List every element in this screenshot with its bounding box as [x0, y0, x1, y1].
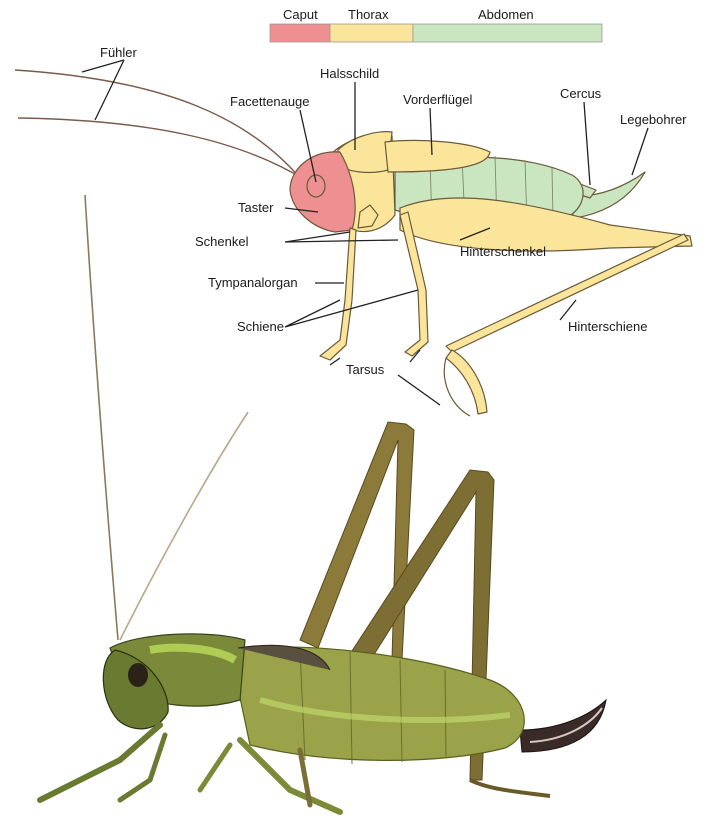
label-tympanalorgan: Tympanalorgan — [208, 275, 298, 290]
label-schiene: Schiene — [237, 319, 284, 334]
legend-abdomen-swatch — [413, 24, 602, 42]
label-schenkel: Schenkel — [195, 234, 249, 249]
photo-front-leg — [40, 725, 160, 800]
diagram-antenna-2 — [18, 118, 305, 180]
legend-caput-swatch — [270, 24, 330, 42]
label-legebohrer: Legebohrer — [620, 112, 687, 127]
photo-antenna-left — [85, 195, 118, 640]
diagram-compound-eye — [307, 175, 325, 197]
diagram-front-leg — [320, 228, 356, 360]
photo-hind-leg-1 — [300, 422, 414, 660]
diagram-hind-tarsus — [446, 350, 487, 414]
label-fuehler: Fühler — [100, 45, 138, 60]
label-hinterschiene: Hinterschiene — [568, 319, 648, 334]
label-facettenauge: Facettenauge — [230, 94, 310, 109]
diagram-antenna — [15, 70, 300, 178]
photo-compound-eye — [128, 663, 148, 687]
photo-insect — [40, 195, 606, 812]
label-vorderfluegel: Vorderflügel — [403, 92, 472, 107]
label-halsschild: Halsschild — [320, 66, 379, 81]
label-hinterschenkel: Hinterschenkel — [460, 244, 546, 259]
legend-thorax-swatch — [330, 24, 413, 42]
label-cercus: Cercus — [560, 86, 602, 101]
label-tarsus: Tarsus — [346, 362, 385, 377]
legend-caput-label: Caput — [283, 7, 318, 22]
legend-abdomen-label: Abdomen — [478, 7, 534, 22]
photo-ovipositor — [520, 700, 606, 752]
photo-antenna-right — [120, 412, 248, 640]
label-taster: Taster — [238, 200, 274, 215]
body-region-legend: Caput Thorax Abdomen — [270, 7, 602, 42]
legend-thorax-label: Thorax — [348, 7, 389, 22]
